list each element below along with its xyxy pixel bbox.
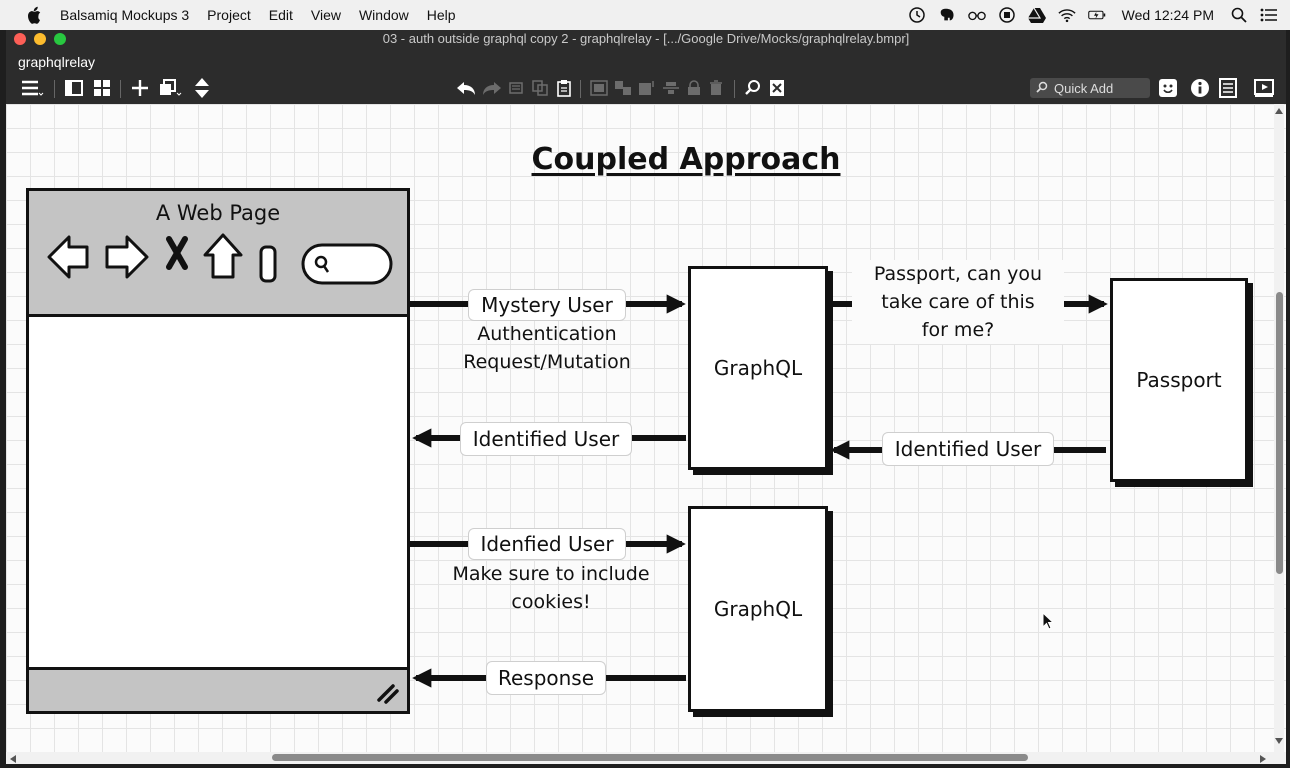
duplicate-icon[interactable] [156, 76, 186, 100]
trash-icon[interactable] [706, 76, 726, 100]
notification-center-icon[interactable] [1260, 6, 1278, 24]
diagram-arrows [410, 294, 1108, 688]
window-titlebar: 03 - auth outside graphql copy 2 - graph… [6, 30, 1286, 48]
graphql-box-top[interactable]: GraphQL [688, 266, 828, 470]
cut-icon[interactable] [506, 76, 526, 100]
browser-wireframe[interactable]: A Web Page [26, 188, 410, 714]
menubar-clock[interactable]: Wed 12:24 PM [1121, 7, 1214, 23]
mystery-user-label[interactable]: Mystery User [468, 289, 626, 321]
google-drive-icon[interactable] [1027, 6, 1046, 24]
zoom-window-button[interactable] [54, 33, 66, 45]
menu-bar: Balsamiq Mockups 3 Project Edit View Win… [0, 0, 1290, 30]
browser-chrome: A Web Page [29, 191, 407, 317]
grid-view-icon[interactable] [90, 76, 114, 100]
menu-help[interactable]: Help [426, 7, 456, 23]
passport-box[interactable]: Passport [1110, 278, 1248, 482]
passport-request-note[interactable]: Passport, can you take care of this for … [852, 260, 1064, 344]
graphql-box-bottom[interactable]: GraphQL [688, 506, 828, 712]
menu-window[interactable]: Window [358, 7, 409, 23]
response-label[interactable]: Response [486, 661, 606, 695]
window-bottom-edge [0, 764, 1290, 768]
auth-request-note[interactable]: Authentication Request/Mutation [463, 323, 631, 373]
minimize-window-button[interactable] [34, 33, 46, 45]
apple-menu-icon[interactable] [24, 4, 46, 26]
browser-status-bar [29, 667, 407, 711]
browser-nav-icons [47, 233, 393, 285]
menu-app-name[interactable]: Balsamiq Mockups 3 [60, 7, 190, 23]
mockup-canvas[interactable]: Coupled Approach A Web Page [6, 104, 1286, 752]
record-icon[interactable] [998, 6, 1016, 24]
ungroup-icon[interactable] [612, 76, 634, 100]
add-icon[interactable] [128, 76, 152, 100]
wifi-icon[interactable] [1058, 6, 1076, 24]
lock-icon[interactable] [684, 76, 704, 100]
identified-user-left-label[interactable]: Identified User [460, 422, 632, 456]
quick-add-placeholder: Quick Add [1054, 80, 1114, 96]
paste-icon[interactable] [554, 76, 574, 100]
quick-add-input[interactable]: Quick Add [1030, 78, 1150, 98]
app-toolbar: graphqlrelay Quick Add [6, 48, 1286, 104]
close-window-button[interactable] [14, 33, 26, 45]
vertical-scroll-thumb[interactable] [1276, 292, 1283, 574]
evernote-elephant-icon[interactable] [938, 6, 956, 24]
align-icon[interactable] [660, 76, 682, 100]
scroll-right-arrow-icon[interactable] [1260, 755, 1266, 763]
emoji-icon[interactable] [1156, 76, 1180, 100]
spotlight-search-icon[interactable] [1230, 6, 1248, 24]
identified-user-right-label[interactable]: Identified User [882, 432, 1054, 466]
scroll-down-arrow-icon[interactable] [1275, 738, 1283, 744]
menu-edit[interactable]: Edit [268, 7, 293, 23]
sort-arrows-icon[interactable] [190, 76, 214, 100]
menu-project[interactable]: Project [207, 7, 251, 23]
browser-title: A Web Page [155, 201, 281, 225]
group-icon[interactable] [588, 76, 610, 100]
battery-icon[interactable] [1087, 6, 1106, 24]
time-machine-icon[interactable] [908, 6, 926, 24]
mouse-cursor-icon [1042, 612, 1055, 630]
horizontal-scroll-thumb[interactable] [272, 754, 1028, 761]
panel-toggle-icon[interactable] [62, 76, 86, 100]
scroll-up-arrow-icon[interactable] [1275, 108, 1283, 114]
window-title: 03 - auth outside graphql copy 2 - graph… [382, 31, 910, 46]
menu-view[interactable]: View [310, 7, 341, 23]
horizontal-scrollbar[interactable] [6, 752, 1286, 764]
glasses-icon[interactable] [967, 6, 986, 24]
search-icon [1036, 81, 1048, 96]
undo-icon[interactable] [454, 76, 478, 100]
idenfied-user-label[interactable]: Idenfied User [468, 528, 626, 560]
notes-icon[interactable] [1216, 76, 1240, 100]
redo-icon[interactable] [480, 76, 504, 100]
vertical-scrollbar[interactable] [1274, 104, 1284, 752]
cookies-note[interactable]: Make sure to include cookies! [452, 563, 650, 613]
arrange-icon[interactable] [636, 76, 658, 100]
info-icon[interactable] [1188, 76, 1212, 100]
clear-icon[interactable] [766, 76, 788, 100]
diagram-heading[interactable]: Coupled Approach [531, 142, 841, 177]
presentation-icon[interactable] [1252, 76, 1276, 100]
copy-icon[interactable] [530, 76, 550, 100]
menu-hamburger-icon[interactable] [18, 76, 46, 100]
resize-grip-icon [377, 684, 399, 704]
project-name[interactable]: graphqlrelay [18, 54, 96, 70]
find-icon[interactable] [742, 76, 764, 100]
scroll-left-arrow-icon[interactable] [10, 755, 16, 763]
